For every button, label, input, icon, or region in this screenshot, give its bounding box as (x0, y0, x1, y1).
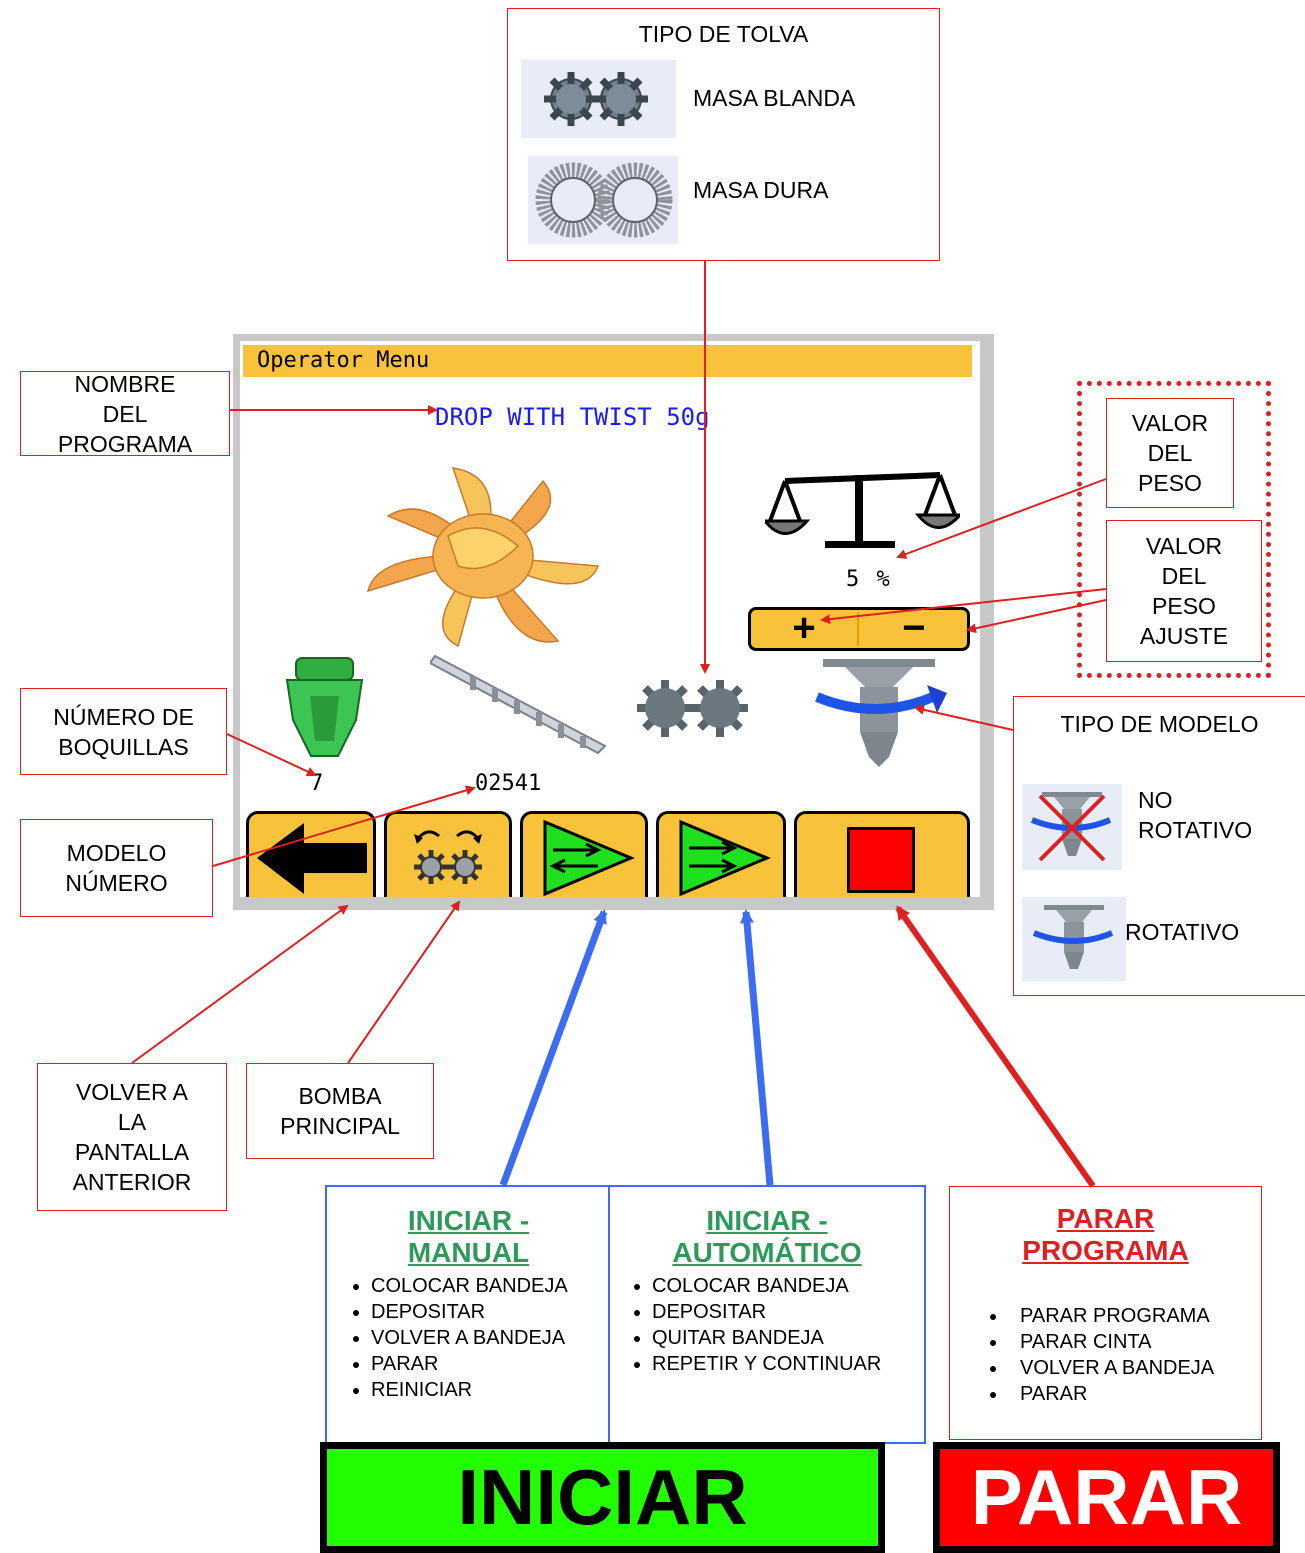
list-item: REPETIR Y CONTINUAR (652, 1351, 924, 1377)
start-manual-title: INICIAR - MANUAL (407, 1205, 530, 1268)
non-rotary-label: NO ROTATIVO (1138, 787, 1253, 843)
start-auto-list: COLOCAR BANDEJA DEPOSITAR QUITAR BANDEJA… (610, 1273, 924, 1377)
hmi-title: Operator Menu (257, 348, 430, 373)
stop-big-button[interactable]: PARAR (933, 1442, 1280, 1553)
hmi-screen: Operator Menu DROP WITH TWIST 50g (233, 334, 994, 910)
model-number[interactable]: 02541 (475, 771, 542, 796)
stop-program-list: PARAR PROGRAMA PARAR CINTA VOLVER A BAND… (950, 1303, 1261, 1407)
arrow-back (131, 904, 349, 1064)
soft-dough-label: MASA BLANDA (693, 85, 856, 111)
arrow-start-manual (499, 909, 608, 1187)
weight-minus-button[interactable]: − (902, 606, 926, 650)
model-type-box: TIPO DE MODELO NO ROTATIVO ROTATIVO (1013, 696, 1305, 996)
program-name-callout: NOMBRE DEL PROGRAMA (20, 371, 230, 457)
main-pump-callout: BOMBA PRINCIPAL (246, 1063, 434, 1159)
nozzle-count[interactable]: 7 (310, 771, 324, 796)
stop-program-panel: PARAR PROGRAMA PARAR PROGRAMA PARAR CINT… (949, 1186, 1262, 1440)
list-item: VOLVER A BANDEJA (1008, 1355, 1261, 1381)
hard-dough-label: MASA DURA (693, 177, 829, 203)
pump-gears-icon (414, 830, 482, 884)
list-item: PARAR (371, 1351, 610, 1377)
model-type-title: TIPO DE MODELO (1060, 711, 1259, 737)
program-name[interactable]: DROP WITH TWIST 50g (435, 403, 710, 431)
weight-adjust-control: + − (748, 607, 970, 651)
start-auto-title: INICIAR - AUTOMÁTICO (672, 1205, 862, 1268)
list-item: PARAR (1008, 1381, 1261, 1407)
hmi-title-bar: Operator Menu (243, 345, 972, 377)
weight-plus-button[interactable]: + (792, 606, 816, 650)
hmi-display: Operator Menu DROP WITH TWIST 50g (240, 341, 980, 897)
drop-shape-icon (358, 456, 608, 656)
weight-adjust-callout: VALOR DEL PESO AJUSTE (1106, 520, 1262, 662)
nozzle-count-callout: NÚMERO DE BOQUILLAS (20, 688, 227, 775)
list-item: DEPOSITAR (652, 1299, 924, 1325)
stop-button[interactable] (794, 811, 970, 897)
start-manual-button[interactable] (520, 811, 648, 897)
model-number-callout: MODELO NÚMERO (20, 819, 213, 917)
list-item: QUITAR BANDEJA (652, 1325, 924, 1351)
back-button[interactable] (246, 811, 376, 897)
stop-program-title: PARAR PROGRAMA (1022, 1203, 1189, 1266)
stop-square-icon (847, 827, 915, 893)
hopper-gears-icon (630, 676, 755, 741)
weight-value-callout: VALOR DEL PESO (1106, 398, 1234, 508)
hopper-type-box: TIPO DE TOLVA MASA BLANDA MASA D (507, 8, 940, 261)
non-rotary-icon (1022, 784, 1122, 870)
list-item: PARAR CINTA (1008, 1329, 1261, 1355)
start-manual-panel: INICIAR - MANUAL COLOCAR BANDEJA DEPOSIT… (325, 1185, 612, 1448)
nozzle-bar-icon (428, 651, 610, 756)
adjust-divider (857, 612, 859, 646)
hopper-type-title: TIPO DE TOLVA (638, 21, 809, 47)
back-callout: VOLVER A LA PANTALLA ANTERIOR (37, 1063, 227, 1211)
start-big-button[interactable]: INICIAR (320, 1442, 885, 1553)
list-item: VOLVER A BANDEJA (371, 1325, 610, 1351)
start-auto-panel: INICIAR - AUTOMÁTICO COLOCAR BANDEJA DEP… (608, 1185, 926, 1444)
main-pump-button[interactable] (384, 811, 512, 897)
arrow-start-auto (739, 909, 774, 1186)
start-manual-list: COLOCAR BANDEJA DEPOSITAR VOLVER A BANDE… (327, 1273, 610, 1403)
start-auto-icon (679, 819, 771, 897)
arrow-main-pump (347, 900, 461, 1064)
hard-dough-rings-icon (528, 156, 678, 244)
weight-value[interactable]: 5 % (846, 567, 892, 592)
list-item: PARAR PROGRAMA (1008, 1303, 1261, 1329)
start-auto-button[interactable] (656, 811, 786, 897)
list-item: COLOCAR BANDEJA (652, 1273, 924, 1299)
nozzle-icon (282, 656, 367, 761)
soft-dough-gears-icon (521, 60, 676, 138)
list-item: REINICIAR (371, 1377, 610, 1403)
scale-icon (761, 471, 964, 556)
back-arrow-icon (257, 823, 367, 894)
list-item: COLOCAR BANDEJA (371, 1273, 610, 1299)
rotary-label: ROTATIVO (1125, 919, 1240, 945)
rotary-model-icon (815, 659, 950, 769)
list-item: DEPOSITAR (371, 1299, 610, 1325)
start-manual-icon (543, 819, 635, 897)
rotary-icon (1022, 897, 1126, 981)
